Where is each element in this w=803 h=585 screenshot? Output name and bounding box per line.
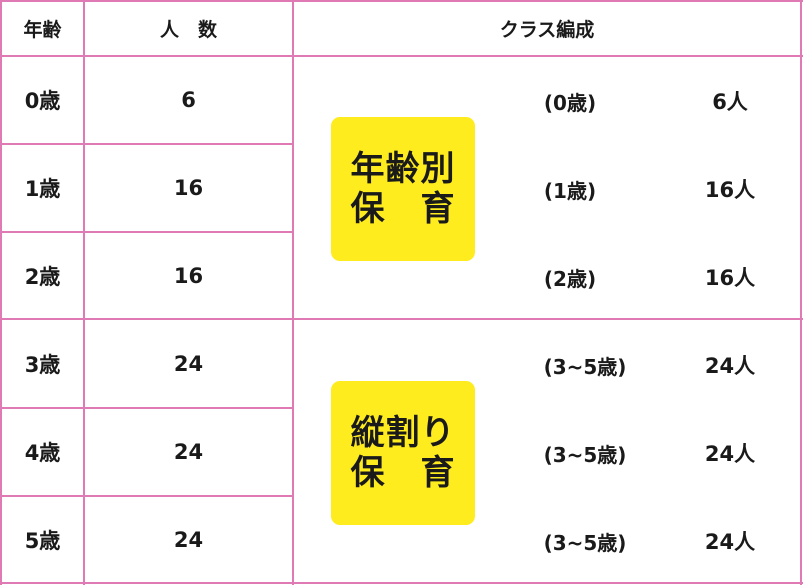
class-group: (1歳) <box>543 178 597 203</box>
group-divider <box>0 318 803 320</box>
class-group: (3~5歳) <box>543 530 627 555</box>
column-divider <box>292 0 294 585</box>
age-cell: 4歳 <box>24 441 61 465</box>
border-bottom <box>0 582 803 584</box>
class-count: 24人 <box>704 442 756 466</box>
age-cell: 3歳 <box>24 352 61 377</box>
class-count: 24人 <box>704 354 756 378</box>
border-header-bottom <box>0 55 803 57</box>
age-cell: 5歳 <box>24 528 61 553</box>
border-top <box>0 0 803 2</box>
badge-line: 保 育 <box>350 453 456 493</box>
class-group: (3~5歳) <box>543 354 627 379</box>
class-group: (2歳) <box>543 266 597 291</box>
age-cell: 2歳 <box>24 264 61 289</box>
header-count: 人 数 <box>159 19 217 41</box>
mixed-age-care-badge: 縦割り 保 育 <box>331 381 475 525</box>
header-age: 年齢 <box>23 19 62 41</box>
class-group: (3~5歳) <box>543 442 627 467</box>
count-cell: 24 <box>173 351 204 376</box>
row-divider <box>0 495 293 497</box>
border-right <box>800 0 802 585</box>
class-group: (0歳) <box>543 90 597 115</box>
count-cell: 24 <box>173 440 204 464</box>
class-count: 24人 <box>704 530 756 554</box>
border-left <box>0 0 2 585</box>
badge-line: 保 育 <box>350 189 456 229</box>
column-divider <box>83 0 85 585</box>
count-cell: 16 <box>173 263 204 288</box>
header-class: クラス編成 <box>499 19 595 41</box>
age-cell: 0歳 <box>24 89 61 113</box>
row-divider <box>0 231 293 233</box>
class-count: 6人 <box>712 90 748 114</box>
count-cell: 24 <box>173 527 204 552</box>
badge-line: 年齢別 <box>350 149 456 189</box>
class-count: 16人 <box>704 178 756 202</box>
badge-line: 縦割り <box>350 413 456 453</box>
count-cell: 16 <box>173 176 204 200</box>
row-divider <box>0 407 293 409</box>
class-count: 16人 <box>704 266 756 290</box>
age-specific-care-badge: 年齢別 保 育 <box>331 117 475 261</box>
count-cell: 6 <box>181 88 196 112</box>
age-cell: 1歳 <box>24 177 61 201</box>
row-divider <box>0 143 293 145</box>
